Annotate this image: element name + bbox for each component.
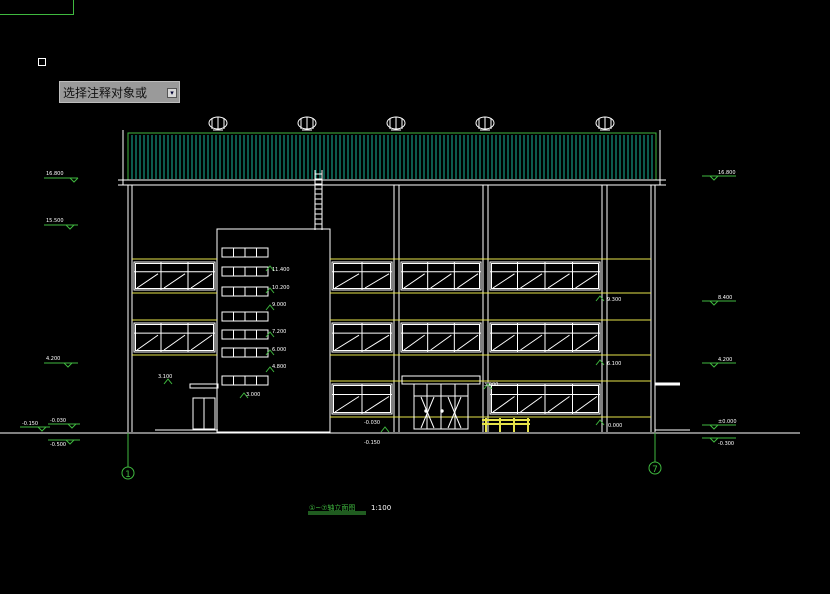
stair-level-5: 4.800 [272,364,286,370]
misc-level-2: -0.150 [364,440,380,446]
entrance-railing [482,418,530,432]
axis-label-left: 1 [125,470,131,480]
elev-left-4: -0.030 [50,418,66,424]
axis-lines [121,433,662,480]
command-prompt-tooltip[interactable]: 选择注释对象或 ▾ [59,81,180,103]
stair-windows [221,247,269,386]
ucs-corner-frame [0,0,74,15]
floor-level-1: 6.100 [607,361,621,367]
elev-left-1: 15.500 [46,218,64,224]
floor-level-3: 0.000 [608,423,622,429]
stair-level-2: 9.000 [272,302,286,308]
roof-parapet [118,130,666,186]
drawing-title-text: ①~⑦轴立面图 [309,503,355,512]
floor-level-markers [163,295,605,433]
stair-level-0: 11.400 [272,267,290,273]
drawing-scale: 1:100 [371,504,391,512]
pickbox-cursor [38,58,46,66]
prompt-text: 选择注释对象或 [63,85,148,100]
elev-right-3: ±0.000 [718,419,737,425]
main-entrance [189,375,481,430]
floor-level-2: 3.000 [484,382,498,388]
elev-left-5: -0.500 [50,442,66,448]
elev-right-2: 4.200 [718,357,732,363]
elev-right-4: -0.300 [718,441,734,447]
ground-line [0,382,800,434]
building-outline [127,185,656,433]
elev-left-0: 16.800 [46,171,64,177]
elev-left-2: 4.200 [46,356,60,362]
right-elevation-markers [702,175,736,443]
dropdown-arrow-icon[interactable]: ▾ [167,88,177,98]
roof-ladder [314,170,323,230]
stair-level-4: 6.000 [272,347,286,353]
drawing-title [308,511,366,515]
misc-level-1: -0.030 [364,420,380,426]
elev-right-0: 16.800 [718,170,736,176]
stair-level-6: 3.000 [246,392,260,398]
left-elevation-markers [20,177,80,445]
elev-left-3: -0.150 [22,421,38,427]
stair-level-markers [239,265,275,399]
roof-ventilators [208,116,615,131]
floor-bands [132,258,651,418]
axis-label-right: 7 [652,465,658,475]
stair-level-1: 10.200 [272,285,290,291]
misc-level-0: 3.100 [158,374,172,380]
floor-level-0: 9.300 [607,297,621,303]
stair-level-3: 7.200 [272,329,286,335]
window-grid [133,261,601,415]
elev-right-1: 8.400 [718,295,732,301]
